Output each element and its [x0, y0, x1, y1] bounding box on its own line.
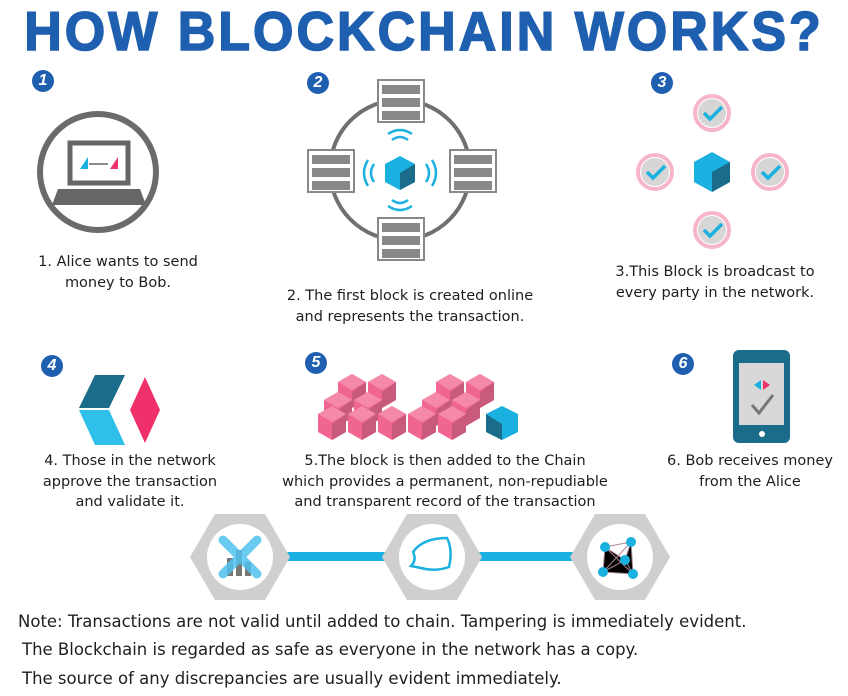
caption-line: 5.The block is then added to the Chain	[304, 453, 586, 469]
chain-blocks-icon	[318, 374, 518, 440]
caption-line: approve the transaction	[42, 473, 218, 490]
step-6-caption: 6. Bob receives money from the Alice	[655, 451, 845, 492]
step-5-caption: 5.The block is then added to the Chain w…	[255, 451, 635, 513]
step-number-5: 5	[305, 352, 327, 374]
caption-line: which provides a permanent, non-repudiab…	[282, 473, 608, 490]
caption-line: money to Bob.	[64, 274, 172, 291]
approve-icon	[79, 375, 160, 445]
ledger-hexagon	[382, 514, 482, 600]
step-1-caption: 1. Alice wants to send money to Bob.	[18, 252, 218, 293]
phone-check-icon	[733, 350, 790, 443]
caption-line: 6. Bob receives money	[667, 453, 833, 469]
caption-line: and represents the transaction.	[295, 308, 525, 325]
step-number-2: 2	[307, 72, 329, 94]
network-hexagon	[570, 514, 670, 600]
laptop-transfer-icon	[37, 111, 159, 233]
step-2-caption: 2. The first block is created online and…	[260, 286, 560, 327]
step-number-4: 4	[41, 355, 63, 377]
caption-line: every party in the network.	[615, 284, 815, 301]
step-number-3: 3	[651, 72, 673, 94]
note-line-1: Note: Transactions are not valid until a…	[18, 612, 747, 631]
step-4-caption: 4. Those in the network approve the tran…	[20, 451, 240, 513]
chain-link	[470, 552, 580, 561]
step-3-caption: 3.This Block is broadcast to every party…	[600, 262, 830, 303]
tamper-hexagon	[190, 514, 290, 600]
caption-line: 3.This Block is broadcast to	[615, 264, 815, 280]
chain-link	[280, 552, 390, 561]
caption-line: and transparent record of the transactio…	[294, 494, 596, 510]
step-number-1: 1	[32, 70, 54, 92]
caption-line: 4. Those in the network	[44, 453, 216, 469]
server-network-icon	[307, 79, 497, 261]
note-line-2: The Blockchain is regarded as safe as ev…	[22, 640, 639, 659]
page-title: HOW BLOCKCHAIN WORKS?	[23, 1, 824, 63]
note-line-3: The source of any discrepancies are usua…	[22, 669, 562, 688]
caption-line: and validate it.	[75, 494, 185, 510]
caption-line: 1. Alice wants to send	[38, 254, 198, 270]
step-number-6: 6	[672, 353, 694, 375]
caption-line: from the Alice	[699, 473, 801, 490]
caption-line: 2. The first block is created online	[286, 288, 534, 304]
chain-hexagons	[190, 514, 670, 600]
broadcast-check-icon	[636, 94, 789, 249]
